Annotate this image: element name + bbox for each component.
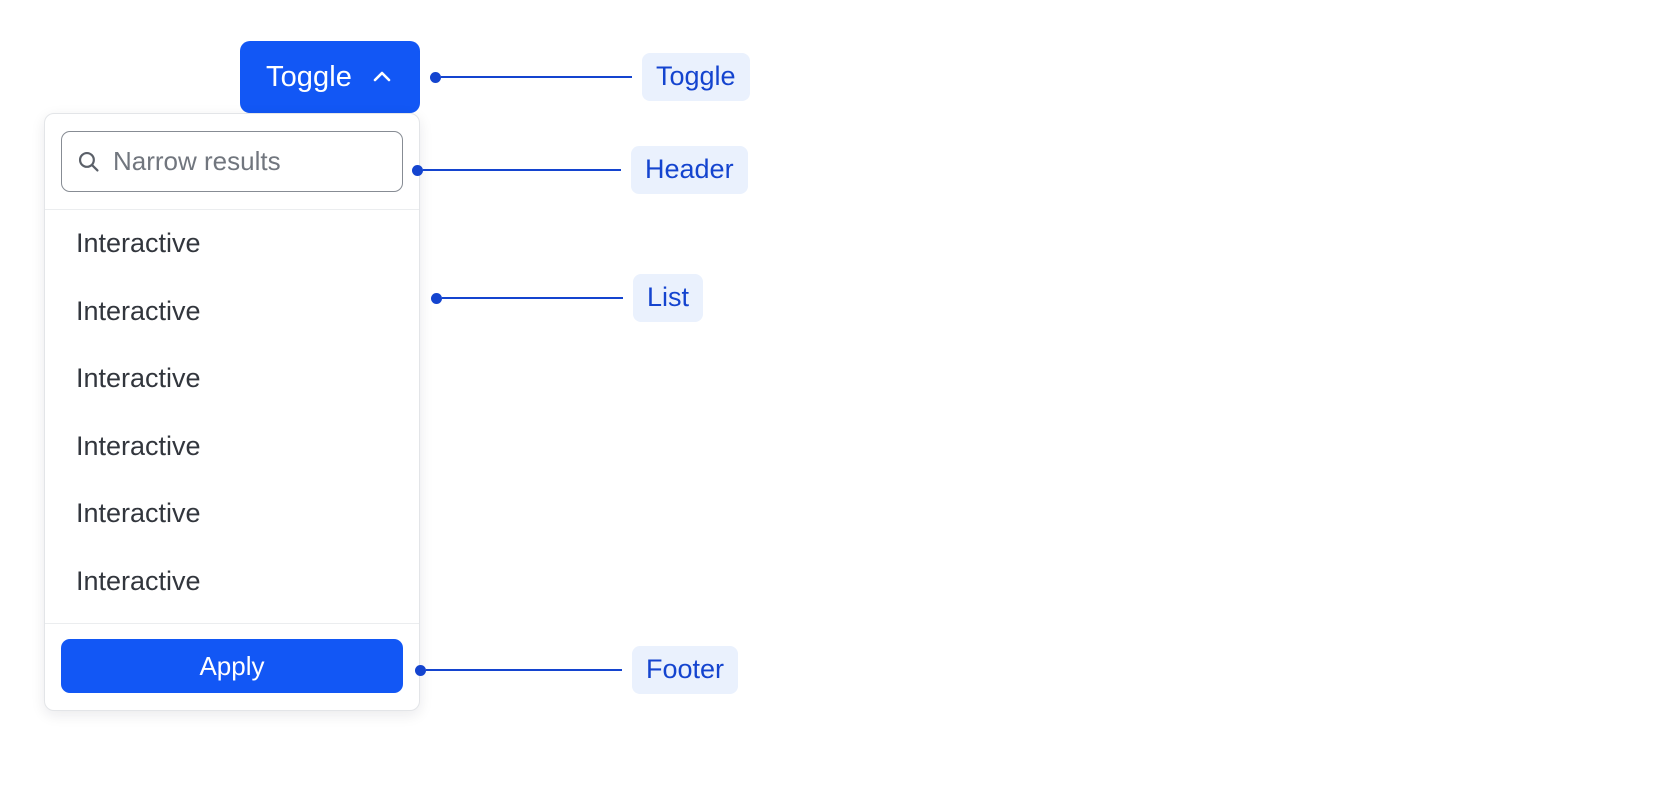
list-item[interactable]: Interactive xyxy=(76,498,201,529)
annotation-leader-line xyxy=(423,168,621,172)
annotation-leader-line xyxy=(426,668,622,672)
list-item[interactable]: Interactive xyxy=(76,228,201,259)
dropdown-header xyxy=(45,114,419,210)
chevron-up-icon xyxy=(370,65,394,89)
toggle-button[interactable]: Toggle xyxy=(240,41,420,113)
annotation-leader-line xyxy=(441,75,632,79)
annotation-dot-icon xyxy=(412,164,423,176)
annotation-dot-icon xyxy=(431,292,442,304)
annotation-label-footer: Footer xyxy=(632,646,739,694)
list-item[interactable]: Interactive xyxy=(76,363,201,394)
dropdown-panel: Interactive Interactive Interactive Inte… xyxy=(44,113,420,711)
list-item[interactable]: Interactive xyxy=(76,295,201,326)
annotation-dot-icon xyxy=(415,664,426,676)
annotation-dot-icon xyxy=(430,71,441,83)
dropdown-list[interactable]: Interactive Interactive Interactive Inte… xyxy=(45,210,419,623)
search-input[interactable] xyxy=(113,146,388,177)
apply-button[interactable]: Apply xyxy=(61,639,403,693)
search-icon xyxy=(76,149,101,174)
dropdown-footer: Apply xyxy=(45,623,419,710)
toggle-button-label: Toggle xyxy=(265,60,353,93)
annotation-label-list: List xyxy=(633,274,704,322)
list-item[interactable]: Interactive xyxy=(76,565,201,596)
annotation-leader-line xyxy=(442,296,623,300)
search-box[interactable] xyxy=(61,131,403,192)
annotation-label-header: Header xyxy=(631,146,748,194)
list-item[interactable]: Interactive xyxy=(76,430,201,461)
annotation-label-toggle: Toggle xyxy=(642,53,750,101)
